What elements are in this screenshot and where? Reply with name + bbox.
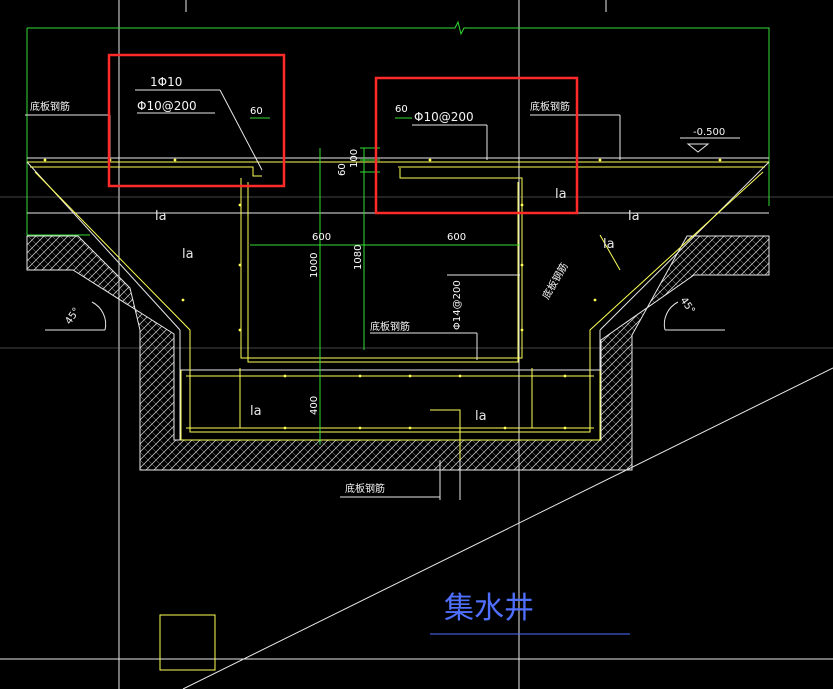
label-la-6: la	[250, 404, 262, 419]
dim-600-right: 600	[447, 232, 466, 243]
dim-600-left: 600	[312, 232, 331, 243]
dim-1080: 1080	[353, 245, 364, 270]
label-phi14-200: Φ14@200	[452, 280, 463, 330]
dim-100: 100	[349, 149, 360, 168]
label-bottom-rebar-center: 底板钢筋	[370, 320, 410, 333]
highlight-box-right	[374, 76, 579, 215]
drawing-frame	[26, 20, 770, 236]
label-bottom-rebar-bottom: 底板钢筋	[345, 482, 385, 495]
slab-outline	[26, 157, 770, 440]
label-elevation: -0.500	[693, 127, 725, 138]
label-bottom-rebar-left: 底板钢筋	[30, 100, 70, 113]
dim-60-right: 60	[395, 104, 408, 115]
rebar-dots	[43, 158, 722, 430]
angle-marks	[45, 301, 725, 331]
label-bottom-rebar-right: 底板钢筋	[530, 100, 570, 113]
label-la-2: la	[182, 247, 194, 262]
dim-60-left: 60	[250, 106, 263, 117]
dim-1000: 1000	[309, 253, 320, 278]
rebar-lines	[30, 166, 765, 500]
label-45-left: 45°	[63, 306, 82, 327]
label-phi10-200-right: Φ10@200	[414, 110, 474, 124]
label-1phi10: 1Φ10	[150, 75, 182, 89]
label-bottom-rebar-slope: 底板钢筋	[539, 260, 570, 301]
leader-lines	[25, 89, 740, 500]
dim-400: 400	[309, 396, 320, 415]
label-45-right: 45°	[678, 295, 697, 316]
label-la-5: la	[603, 237, 615, 252]
concrete-section	[26, 235, 770, 471]
label-phi10-200-left: Φ10@200	[137, 99, 197, 113]
label-la-1: la	[155, 209, 167, 224]
dim-60-vertical: 60	[337, 163, 348, 176]
drawing-title: 集水井	[444, 591, 534, 626]
label-la-3: la	[555, 187, 567, 202]
small-square-marker	[159, 614, 216, 671]
highlight-box-left	[107, 53, 286, 188]
label-la-4: la	[628, 209, 640, 224]
dimension-texts: 60 60 100 60 600 600 1000 1080 400	[250, 104, 466, 415]
label-la-7: la	[475, 409, 487, 424]
